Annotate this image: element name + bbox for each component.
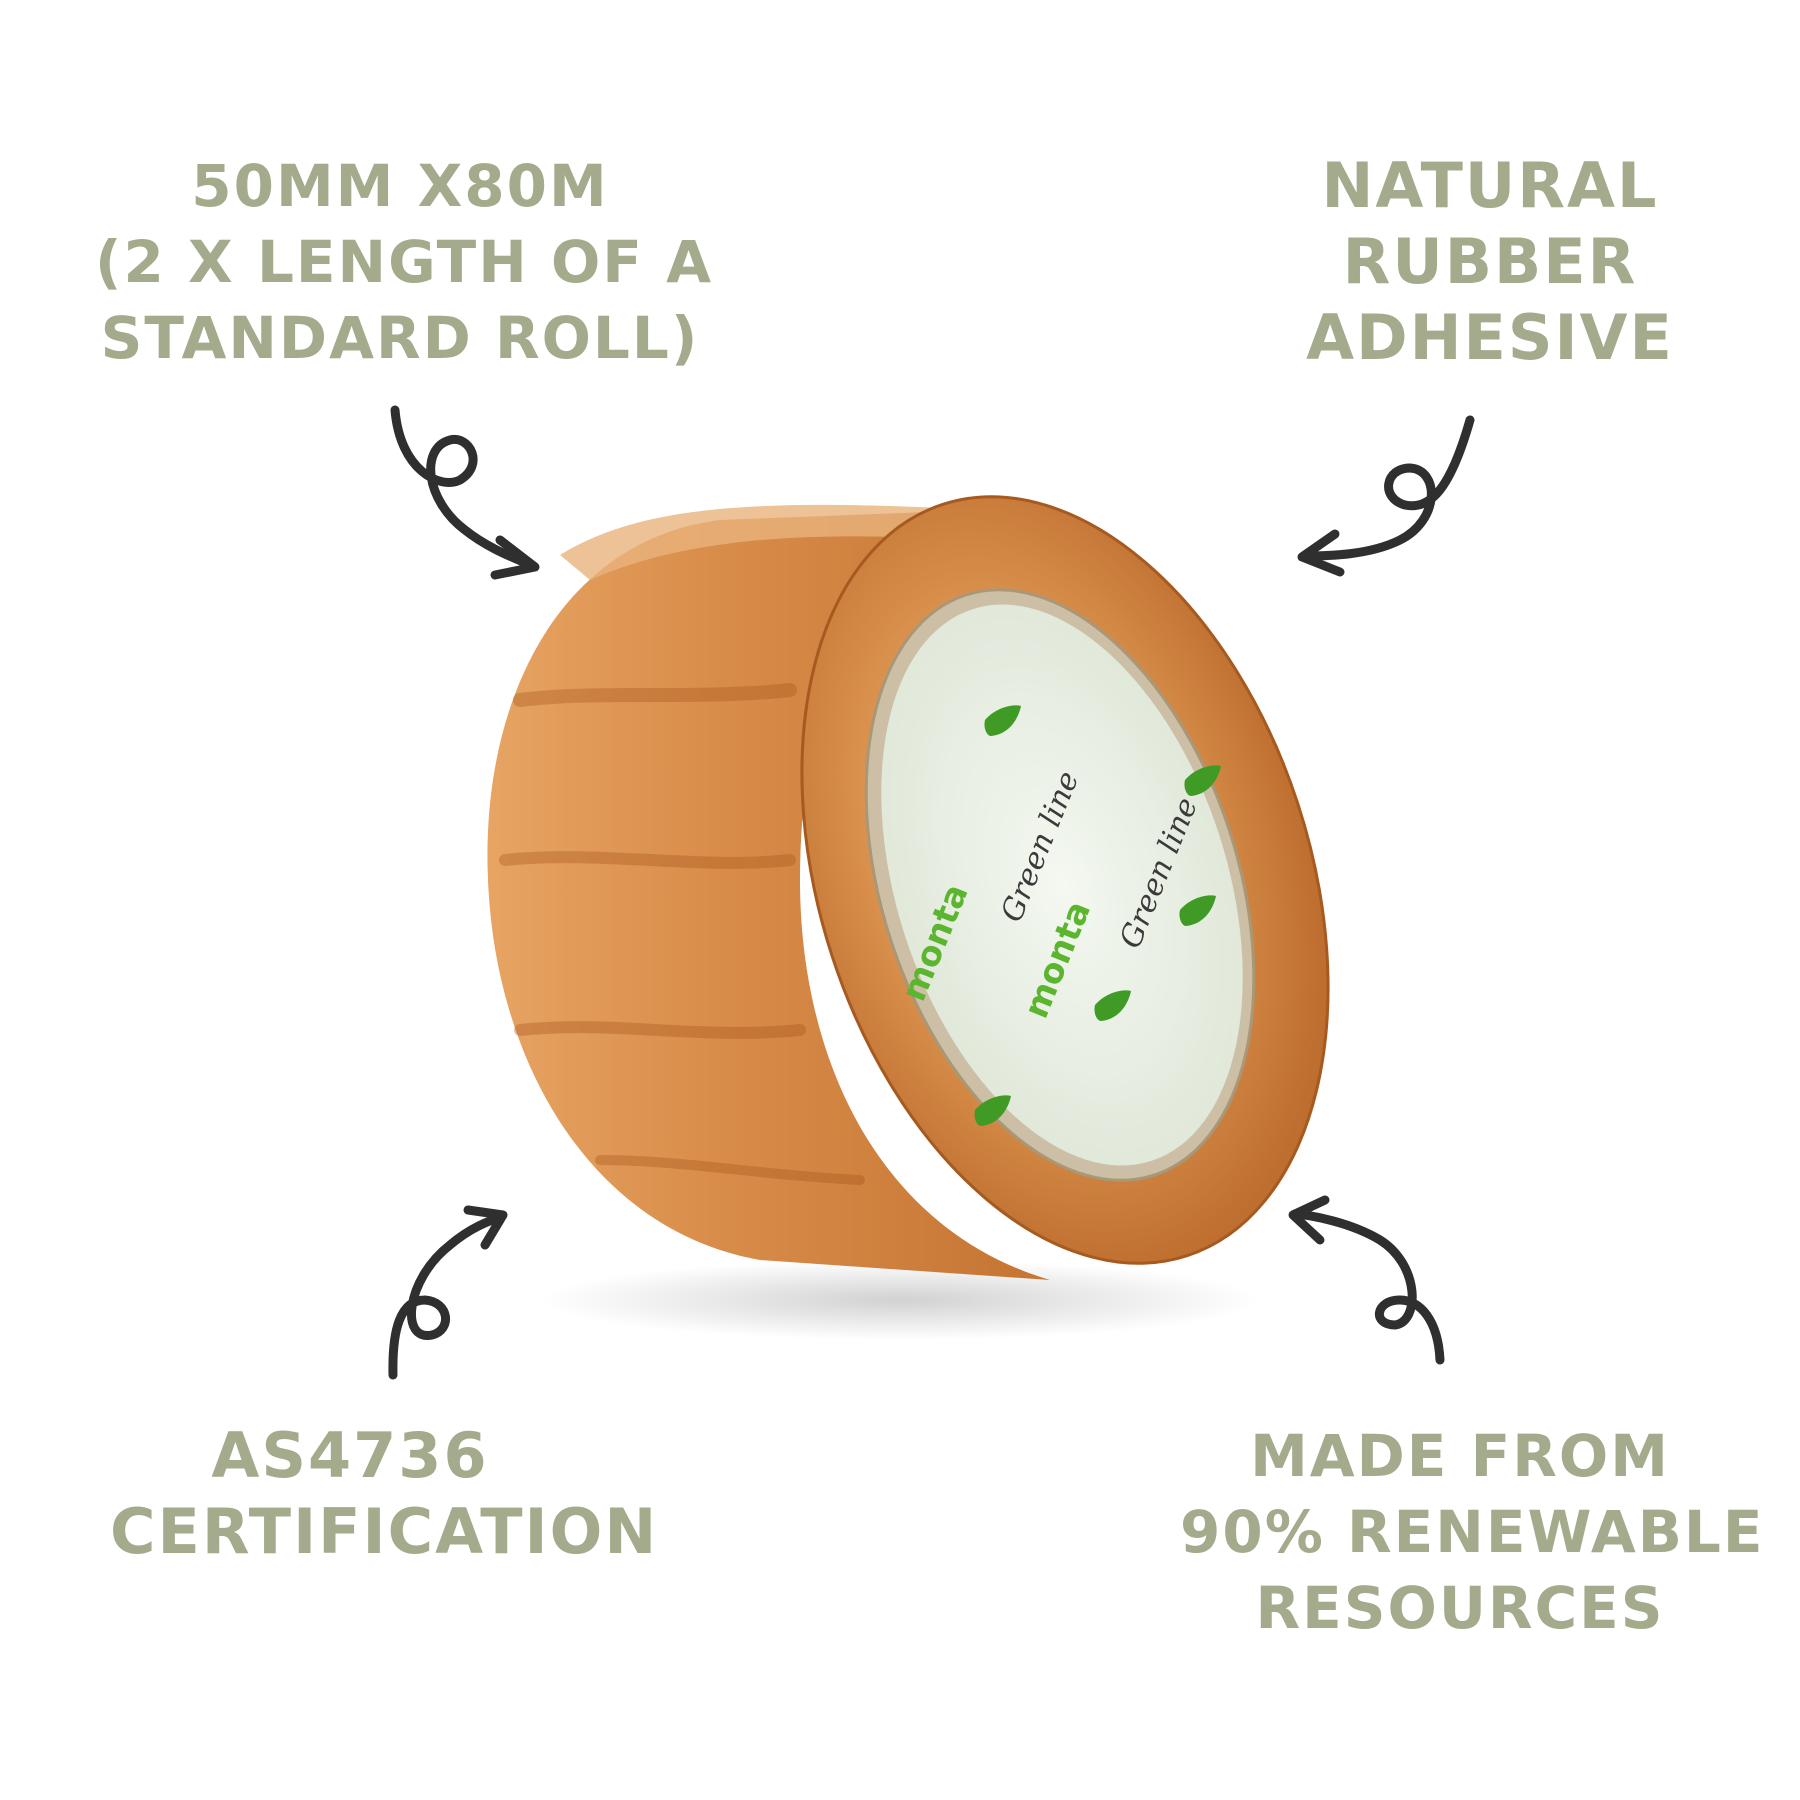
- leaf-icon: [974, 705, 1221, 1126]
- feature-renew-line-3: RESOURCES: [1255, 1574, 1665, 1642]
- tape-shadow: [540, 1260, 1260, 1340]
- feature-adhesive-line-3: ADHESIVE: [1306, 301, 1674, 374]
- feature-label-adhesive: NATURAL RUBBER ADHESIVE: [1300, 148, 1680, 376]
- tape-core-interior: [881, 604, 1243, 1166]
- feature-cert-line-1: AS4736: [211, 1419, 489, 1492]
- feature-label-certification: AS4736 CERTIFICATION: [110, 1418, 659, 1570]
- curly-arrow-icon-bottom-right: [1288, 1195, 1445, 1365]
- curly-arrow-icon-top-right: [1297, 415, 1475, 577]
- feature-cert-line-2: CERTIFICATION: [110, 1495, 659, 1568]
- feature-label-size: 50MM X80M (2 X LENGTH OF A STANDARD ROLL…: [95, 148, 713, 376]
- feature-size-line-2: (2 X LENGTH OF A: [95, 228, 713, 296]
- curly-arrow-icon-bottom-left: [388, 1205, 508, 1380]
- feature-size-line-1: 50MM X80M: [191, 152, 609, 220]
- tape-texture: [499, 683, 865, 1185]
- curly-arrow-icon-top-left: [390, 405, 540, 580]
- tape-roll-side: [487, 510, 1050, 1280]
- feature-renew-line-1: MADE FROM: [1250, 1422, 1670, 1490]
- feature-renew-line-2: 90% RENEWABLE: [1180, 1498, 1765, 1566]
- tape-roll-top-band: [560, 504, 980, 580]
- feature-adhesive-line-2: RUBBER: [1342, 225, 1638, 298]
- feature-label-renewable: MADE FROM 90% RENEWABLE RESOURCES: [1180, 1418, 1765, 1646]
- feature-adhesive-line-1: NATURAL: [1321, 149, 1659, 222]
- feature-size-line-3: STANDARD ROLL): [100, 304, 700, 372]
